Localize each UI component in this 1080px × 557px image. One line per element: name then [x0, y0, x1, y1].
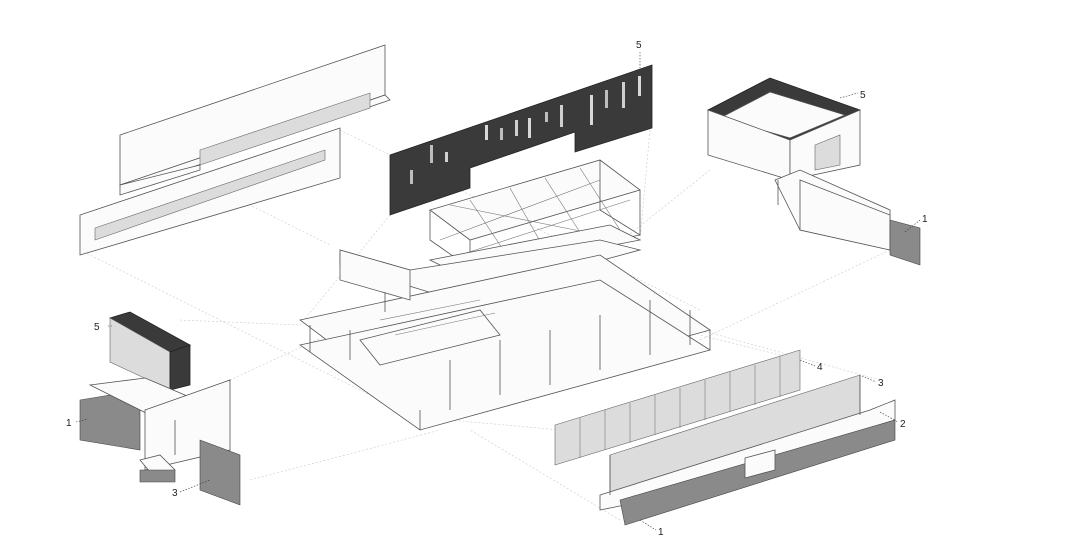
callout-labels: 5 5 1 5 1 3 4 3 2 1	[66, 40, 928, 538]
callout-label: 3	[172, 488, 178, 499]
glass-mullions	[579, 357, 781, 458]
callout-label: 5	[636, 40, 642, 51]
columns	[309, 280, 691, 410]
top-left-wall-assembly	[79, 44, 391, 256]
callout-label: 3	[878, 378, 884, 389]
central-floor-stack	[299, 239, 711, 431]
callout-label: 2	[900, 419, 906, 430]
callout-leaders	[75, 52, 921, 531]
callout-label: 1	[922, 214, 928, 225]
callout-label: 1	[658, 527, 664, 538]
dark-wall-slots	[410, 76, 641, 184]
callout-label: 5	[860, 90, 866, 101]
top-right-volume	[707, 77, 921, 266]
callout-label: 5	[94, 322, 100, 333]
top-dark-wall	[389, 64, 653, 216]
callout-label: 1	[66, 418, 72, 429]
front-glass-screen	[554, 349, 801, 466]
callout-label: 4	[817, 362, 823, 373]
front-long-wall	[599, 374, 896, 526]
left-volume	[79, 311, 241, 506]
